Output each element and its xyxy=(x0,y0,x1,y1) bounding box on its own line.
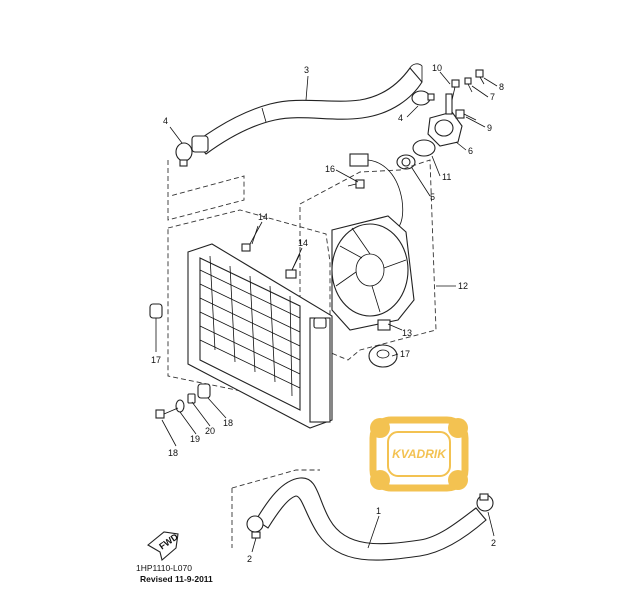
bolt-18 xyxy=(155,407,179,419)
radiator-cap xyxy=(368,344,398,368)
bolt-10 xyxy=(451,79,460,101)
diagram-code-block: 1HP1110-L070 Revised 11-9-2011 xyxy=(136,563,213,585)
part-label-14-right: 14 xyxy=(298,238,308,248)
fan-assembly-boundary xyxy=(299,159,437,361)
revision-date: Revised 11-9-2011 xyxy=(140,574,213,584)
bolt-9 xyxy=(455,109,477,121)
part-label-2-left: 2 xyxy=(247,554,252,564)
thermostat xyxy=(396,154,416,170)
part-label-14-left: 14 xyxy=(258,212,268,222)
bolt-8 xyxy=(475,69,485,85)
part-label-16: 17 xyxy=(400,349,410,359)
hose-clamp-lower-right xyxy=(476,493,494,512)
fan-wire-connector xyxy=(349,153,404,231)
collar-20 xyxy=(187,393,196,404)
fwd-direction-arrow: FWD xyxy=(147,531,180,561)
diagram-code: 1HP1110-L070 xyxy=(136,563,192,573)
bracket-14-left xyxy=(241,243,251,252)
part-label-10: 10 xyxy=(432,63,442,73)
part-label-17-left: 17 xyxy=(151,355,161,365)
o-ring xyxy=(412,139,436,157)
part-label-2-right: 2 xyxy=(491,538,496,548)
washer-19 xyxy=(175,399,185,413)
grommet-17-left xyxy=(149,303,163,319)
part-label-15: 16 xyxy=(325,164,335,174)
leader-lines xyxy=(155,71,498,553)
upper-radiator-hose xyxy=(191,63,423,155)
part-label-8: 8 xyxy=(499,82,504,92)
part-label-18: 18 xyxy=(168,448,178,458)
part-label-13: 13 xyxy=(402,328,412,338)
kvadrik-watermark-logo: KVADRIK xyxy=(369,416,469,492)
part-label-4-left: 4 xyxy=(163,116,168,126)
bolt-15 xyxy=(347,179,365,189)
radiator-fan xyxy=(331,215,415,331)
radiator-assembly-boundary xyxy=(167,209,331,393)
part-label-6: 6 xyxy=(468,146,473,156)
part-label-17-lower: 18 xyxy=(223,418,233,428)
part-label-20: 20 xyxy=(205,426,215,436)
lower-radiator-hose xyxy=(255,477,487,561)
part-label-9: 9 xyxy=(487,123,492,133)
part-label-4-right: 4 xyxy=(398,113,403,123)
bracket-14-right xyxy=(285,269,297,279)
thermostat-housing xyxy=(427,93,463,147)
part-label-12: 12 xyxy=(458,281,468,291)
hose-clamp-left-upper xyxy=(175,142,193,167)
part-label-19: 19 xyxy=(190,434,200,444)
part-label-5: 5 xyxy=(430,192,435,202)
part-label-11: 11 xyxy=(442,172,451,182)
part-label-3: 3 xyxy=(304,65,309,75)
grommet-17-lower xyxy=(197,383,211,399)
hose-clamp-right-upper xyxy=(411,90,435,106)
hose-clamp-lower-left xyxy=(246,515,264,539)
watermark-text: KVADRIK xyxy=(392,447,447,461)
radiator-core xyxy=(187,243,333,429)
part-label-1: 1 xyxy=(376,506,381,516)
part-label-7: 7 xyxy=(490,92,495,102)
bolt-7 xyxy=(464,77,473,93)
